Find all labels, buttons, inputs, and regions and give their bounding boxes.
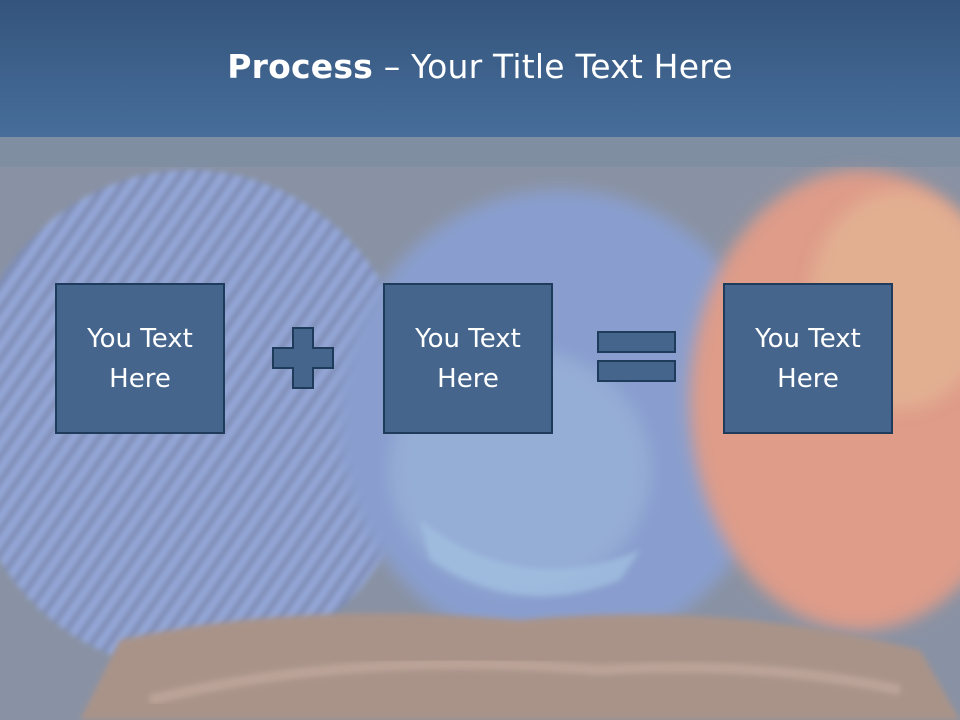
slide-title[interactable]: Process – Your Title Text Here	[227, 47, 733, 86]
process-box-3-label: You Text Here	[755, 323, 861, 394]
title-bar: Process – Your Title Text Here	[0, 0, 960, 137]
process-box-3[interactable]: You Text Here	[723, 283, 893, 434]
process-box-1-label: You Text Here	[87, 323, 193, 394]
title-subband	[0, 137, 960, 167]
process-box-2[interactable]: You Text Here	[383, 283, 553, 434]
plus-icon	[272, 327, 334, 389]
equals-icon	[597, 331, 676, 382]
title-bold-part: Process	[227, 47, 374, 86]
title-rest-part: – Your Title Text Here	[373, 47, 733, 86]
process-box-1[interactable]: You Text Here	[55, 283, 225, 434]
process-box-2-label: You Text Here	[415, 323, 521, 394]
